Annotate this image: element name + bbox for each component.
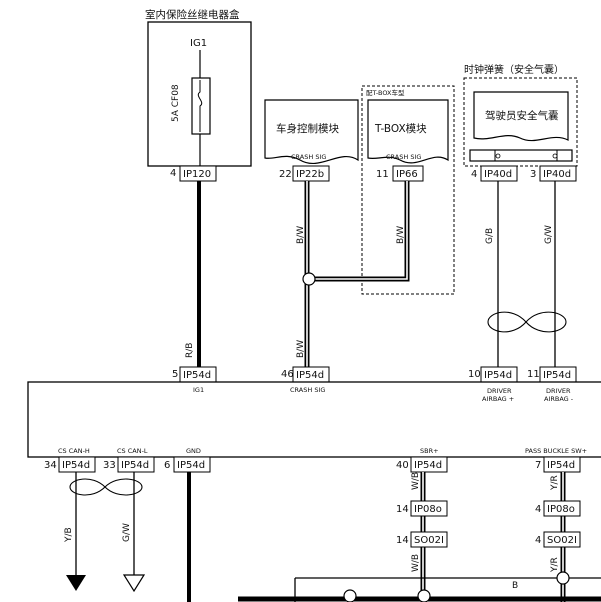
ip40d-4-pin: 4 bbox=[471, 169, 477, 180]
ip54d-40-sig: SBR+ bbox=[420, 447, 439, 455]
wire-bw-label-2: B/W bbox=[396, 226, 406, 244]
airbag-control-unit-box bbox=[27, 381, 601, 458]
so02i-4-pin: 4 bbox=[535, 535, 541, 546]
ip54d-33-code: IP54d bbox=[121, 460, 149, 471]
tbox-optional-frame bbox=[361, 85, 455, 295]
ip54d-46-code: IP54d bbox=[296, 370, 324, 381]
wire-bw-tbox bbox=[310, 181, 410, 282]
ip54d-46-pin: 46 bbox=[281, 369, 294, 380]
ip54d-40-pin: 40 bbox=[396, 460, 409, 471]
ip40d-3-pin: 3 bbox=[530, 169, 536, 180]
tbox-label: T-BOX模块 bbox=[374, 123, 427, 135]
ip54d-7-pin: 7 bbox=[535, 460, 541, 471]
wire-wb-label-2: W/B bbox=[411, 554, 421, 572]
fuse-label: 5A CF08 bbox=[171, 84, 181, 122]
ip54d-5-pin: 5 bbox=[172, 369, 178, 380]
ip54d-11-sig2: AIRBAG - bbox=[544, 395, 574, 403]
ip22b-code: IP22b bbox=[296, 169, 324, 180]
ip08o-4-pin: 4 bbox=[535, 504, 541, 515]
ip54d-10-sig1: DRIVER bbox=[487, 387, 512, 395]
fuse-box-title: 室内保险丝继电器盒 bbox=[145, 8, 240, 21]
bus-splice-2 bbox=[417, 589, 431, 602]
ip54d-5-code: IP54d bbox=[183, 370, 211, 381]
ip08o-4-code: IP08o bbox=[547, 504, 575, 515]
ip120-code: IP120 bbox=[183, 169, 211, 180]
wire-wb-label-1: W/B bbox=[411, 472, 421, 490]
wire-gw-label: G/W bbox=[544, 225, 554, 244]
splice-point bbox=[302, 272, 316, 286]
ip66-code: IP66 bbox=[396, 169, 418, 180]
bus-splice-3 bbox=[556, 571, 570, 585]
driver-airbag-module bbox=[473, 91, 569, 142]
ip54d-6-sig: GND bbox=[186, 447, 201, 455]
ip54d-10-sig2: AIRBAG + bbox=[482, 395, 514, 403]
can-twisted-pair-icon bbox=[69, 478, 143, 496]
twisted-pair-icon bbox=[487, 311, 567, 333]
wire-bw-label-1: B/W bbox=[296, 226, 306, 244]
tbox-crash-sig: CRASH SIG bbox=[386, 153, 421, 161]
wire-gw-can-label: G/W bbox=[122, 523, 132, 542]
ip54d-11-sig1: DRIVER bbox=[546, 387, 571, 395]
ip54d-11-pin: 11 bbox=[527, 369, 540, 380]
ip54d-5-sig: IG1 bbox=[193, 386, 204, 394]
so02i-4-code: SO02I bbox=[547, 535, 577, 546]
ip22b-pin: 22 bbox=[279, 169, 292, 180]
tbox-module bbox=[367, 99, 449, 164]
wire-yb-label: Y/B bbox=[64, 527, 74, 543]
ip08o-14-code: IP08o bbox=[414, 504, 442, 515]
ip54d-33-pin: 33 bbox=[103, 460, 116, 471]
ip54d-6-code: IP54d bbox=[177, 460, 205, 471]
clock-spring-frame bbox=[463, 77, 578, 167]
ip54d-6-pin: 6 bbox=[164, 460, 170, 471]
wire-yr-label-2: Y/R bbox=[550, 557, 560, 573]
driver-airbag-label: 驾驶员安全气囊 bbox=[485, 109, 559, 122]
ip54d-7-sig: PASS BUCKLE SW+ bbox=[525, 447, 587, 455]
ip54d-40-code: IP54d bbox=[414, 460, 442, 471]
ip54d-34-sig: CS CAN-H bbox=[58, 447, 90, 455]
ig1-label: IG1 bbox=[190, 38, 207, 49]
bcm-crash-sig: CRASH SIG bbox=[291, 153, 326, 161]
ip40d-3-code: IP40d bbox=[543, 169, 571, 180]
fuse-symbol bbox=[191, 77, 211, 135]
wire-yr-label-1: Y/R bbox=[550, 475, 560, 491]
ip54d-34-pin: 34 bbox=[44, 460, 57, 471]
ip54d-34-code: IP54d bbox=[62, 460, 90, 471]
wire-rb-label: R/B bbox=[185, 343, 195, 358]
ip54d-33-sig: CS CAN-L bbox=[117, 447, 148, 455]
body-control-label: 车身控制模块 bbox=[276, 122, 339, 135]
clock-spring-bar bbox=[469, 149, 573, 162]
ip54d-10-code: IP54d bbox=[484, 370, 512, 381]
tbox-note: 配T-BOX车型 bbox=[366, 88, 405, 97]
bus-splice-1 bbox=[343, 589, 357, 602]
ip54d-10-pin: 10 bbox=[468, 369, 481, 380]
can-l-arrow-icon bbox=[122, 574, 146, 593]
so02i-14-pin: 14 bbox=[396, 535, 409, 546]
clock-spring-title: 时钟弹簧（安全气囊） bbox=[464, 63, 564, 76]
ip08o-14-pin: 14 bbox=[396, 504, 409, 515]
wire-gb-label: G/B bbox=[485, 228, 495, 244]
ip54d-46-sig: CRASH SIG bbox=[290, 386, 325, 394]
fuse-element-icon bbox=[197, 80, 203, 132]
wire-bw-label-3: B/W bbox=[296, 340, 306, 358]
wire-b-label: B bbox=[512, 581, 518, 591]
ip66-pin: 11 bbox=[376, 169, 389, 180]
ip54d-7-code: IP54d bbox=[547, 460, 575, 471]
ip54d-11-code: IP54d bbox=[543, 370, 571, 381]
so02i-14-code: SO02I bbox=[414, 535, 444, 546]
can-h-arrow-icon bbox=[66, 575, 86, 591]
ip120-pin: 4 bbox=[170, 168, 176, 179]
body-control-module bbox=[264, 99, 359, 165]
ip40d-4-code: IP40d bbox=[484, 169, 512, 180]
